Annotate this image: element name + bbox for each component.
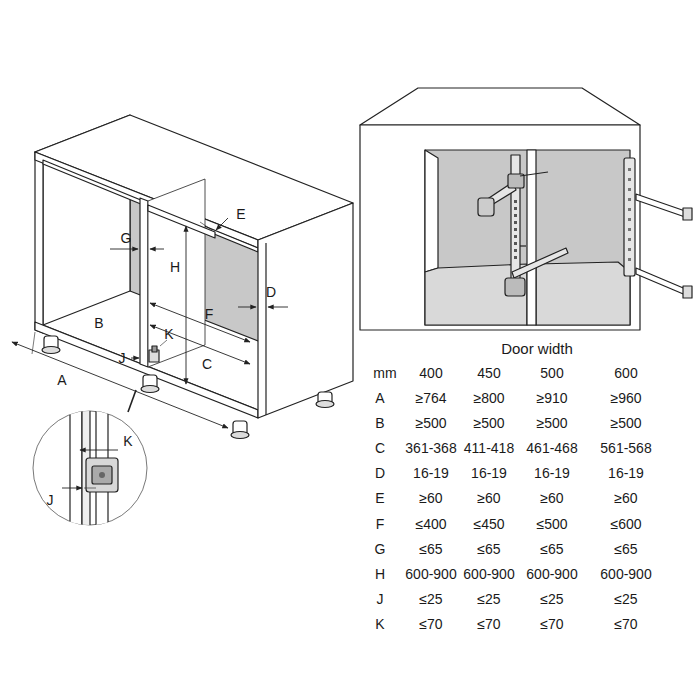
table-header: Door width — [501, 341, 573, 356]
row-letter: C — [375, 441, 385, 455]
dimension-letter: D — [266, 285, 276, 299]
dimension-letter: J — [47, 493, 54, 507]
table-cell: ≤500 — [536, 517, 567, 531]
row-letter: E — [375, 491, 384, 505]
dimension-letter: E — [236, 207, 245, 221]
hinge-detail-inset — [33, 392, 147, 544]
table-cell: ≤65 — [477, 542, 500, 556]
dimension-letter: G — [121, 231, 132, 245]
table-cell: ≤600 — [610, 517, 641, 531]
table-cell: ≥764 — [415, 391, 446, 405]
table-header: mm — [373, 366, 396, 380]
table-cell: ≤25 — [477, 592, 500, 606]
dimension-letter: K — [123, 434, 132, 448]
table-cell: ≥60 — [419, 491, 442, 505]
table-cell: ≥500 — [610, 416, 641, 430]
table-cell: ≥60 — [540, 491, 563, 505]
table-cell: 561-568 — [600, 441, 651, 455]
table-cell: ≤25 — [540, 592, 563, 606]
dimension-letter: B — [94, 316, 103, 330]
table-cell: ≥960 — [610, 391, 641, 405]
table-cell: ≤65 — [419, 542, 442, 556]
row-letter: K — [375, 617, 384, 631]
row-letter: G — [375, 542, 386, 556]
row-letter: B — [375, 416, 384, 430]
table-cell: ≤65 — [614, 542, 637, 556]
row-letter: H — [375, 567, 385, 581]
row-letter: D — [375, 466, 385, 480]
row-letter: J — [377, 592, 384, 606]
table-cell: 600-900 — [600, 567, 651, 581]
table-cell: ≤70 — [419, 617, 442, 631]
dimension-letter: J — [119, 351, 126, 365]
table-cell: ≤400 — [415, 517, 446, 531]
table-cell: 600-900 — [463, 567, 514, 581]
table-cell: ≥800 — [473, 391, 504, 405]
table-cell: 600-900 — [526, 567, 577, 581]
table-cell: ≤450 — [473, 517, 504, 531]
table-cell: ≥500 — [536, 416, 567, 430]
table-cell: 16-19 — [471, 466, 507, 480]
dimension-lines — [12, 218, 288, 428]
right-cabinet — [360, 88, 692, 330]
dimension-letter: K — [164, 327, 173, 341]
table-cell: 16-19 — [534, 466, 570, 480]
table-cell: ≤25 — [419, 592, 442, 606]
table-cell: ≥60 — [614, 491, 637, 505]
table-cell: 16-19 — [413, 466, 449, 480]
table-cell: ≥910 — [536, 391, 567, 405]
table-cell: ≤70 — [477, 617, 500, 631]
table-cell: 461-468 — [526, 441, 577, 455]
dimension-letter: A — [57, 373, 66, 387]
table-cell: ≤65 — [540, 542, 563, 556]
dimension-letter: F — [205, 307, 214, 321]
table-cell: ≥60 — [477, 491, 500, 505]
door-width-value: 450 — [477, 366, 500, 380]
table-cell: ≤25 — [614, 592, 637, 606]
row-letter: F — [376, 517, 385, 531]
dimension-letter: C — [202, 357, 212, 371]
table-cell: 361-368 — [405, 441, 456, 455]
door-width-value: 600 — [614, 366, 637, 380]
row-letter: A — [375, 391, 384, 405]
dimension-letter: H — [170, 260, 180, 274]
table-cell: ≤70 — [540, 617, 563, 631]
table-cell: ≤70 — [614, 617, 637, 631]
left-cabinet — [35, 115, 353, 439]
table-cell: 16-19 — [608, 466, 644, 480]
table-cell: ≥500 — [473, 416, 504, 430]
door-width-value: 500 — [540, 366, 563, 380]
table-cell: 411-418 — [464, 441, 514, 455]
table-cell: ≥500 — [415, 416, 446, 430]
table-cell: 600-900 — [405, 567, 456, 581]
door-width-value: 400 — [419, 366, 442, 380]
